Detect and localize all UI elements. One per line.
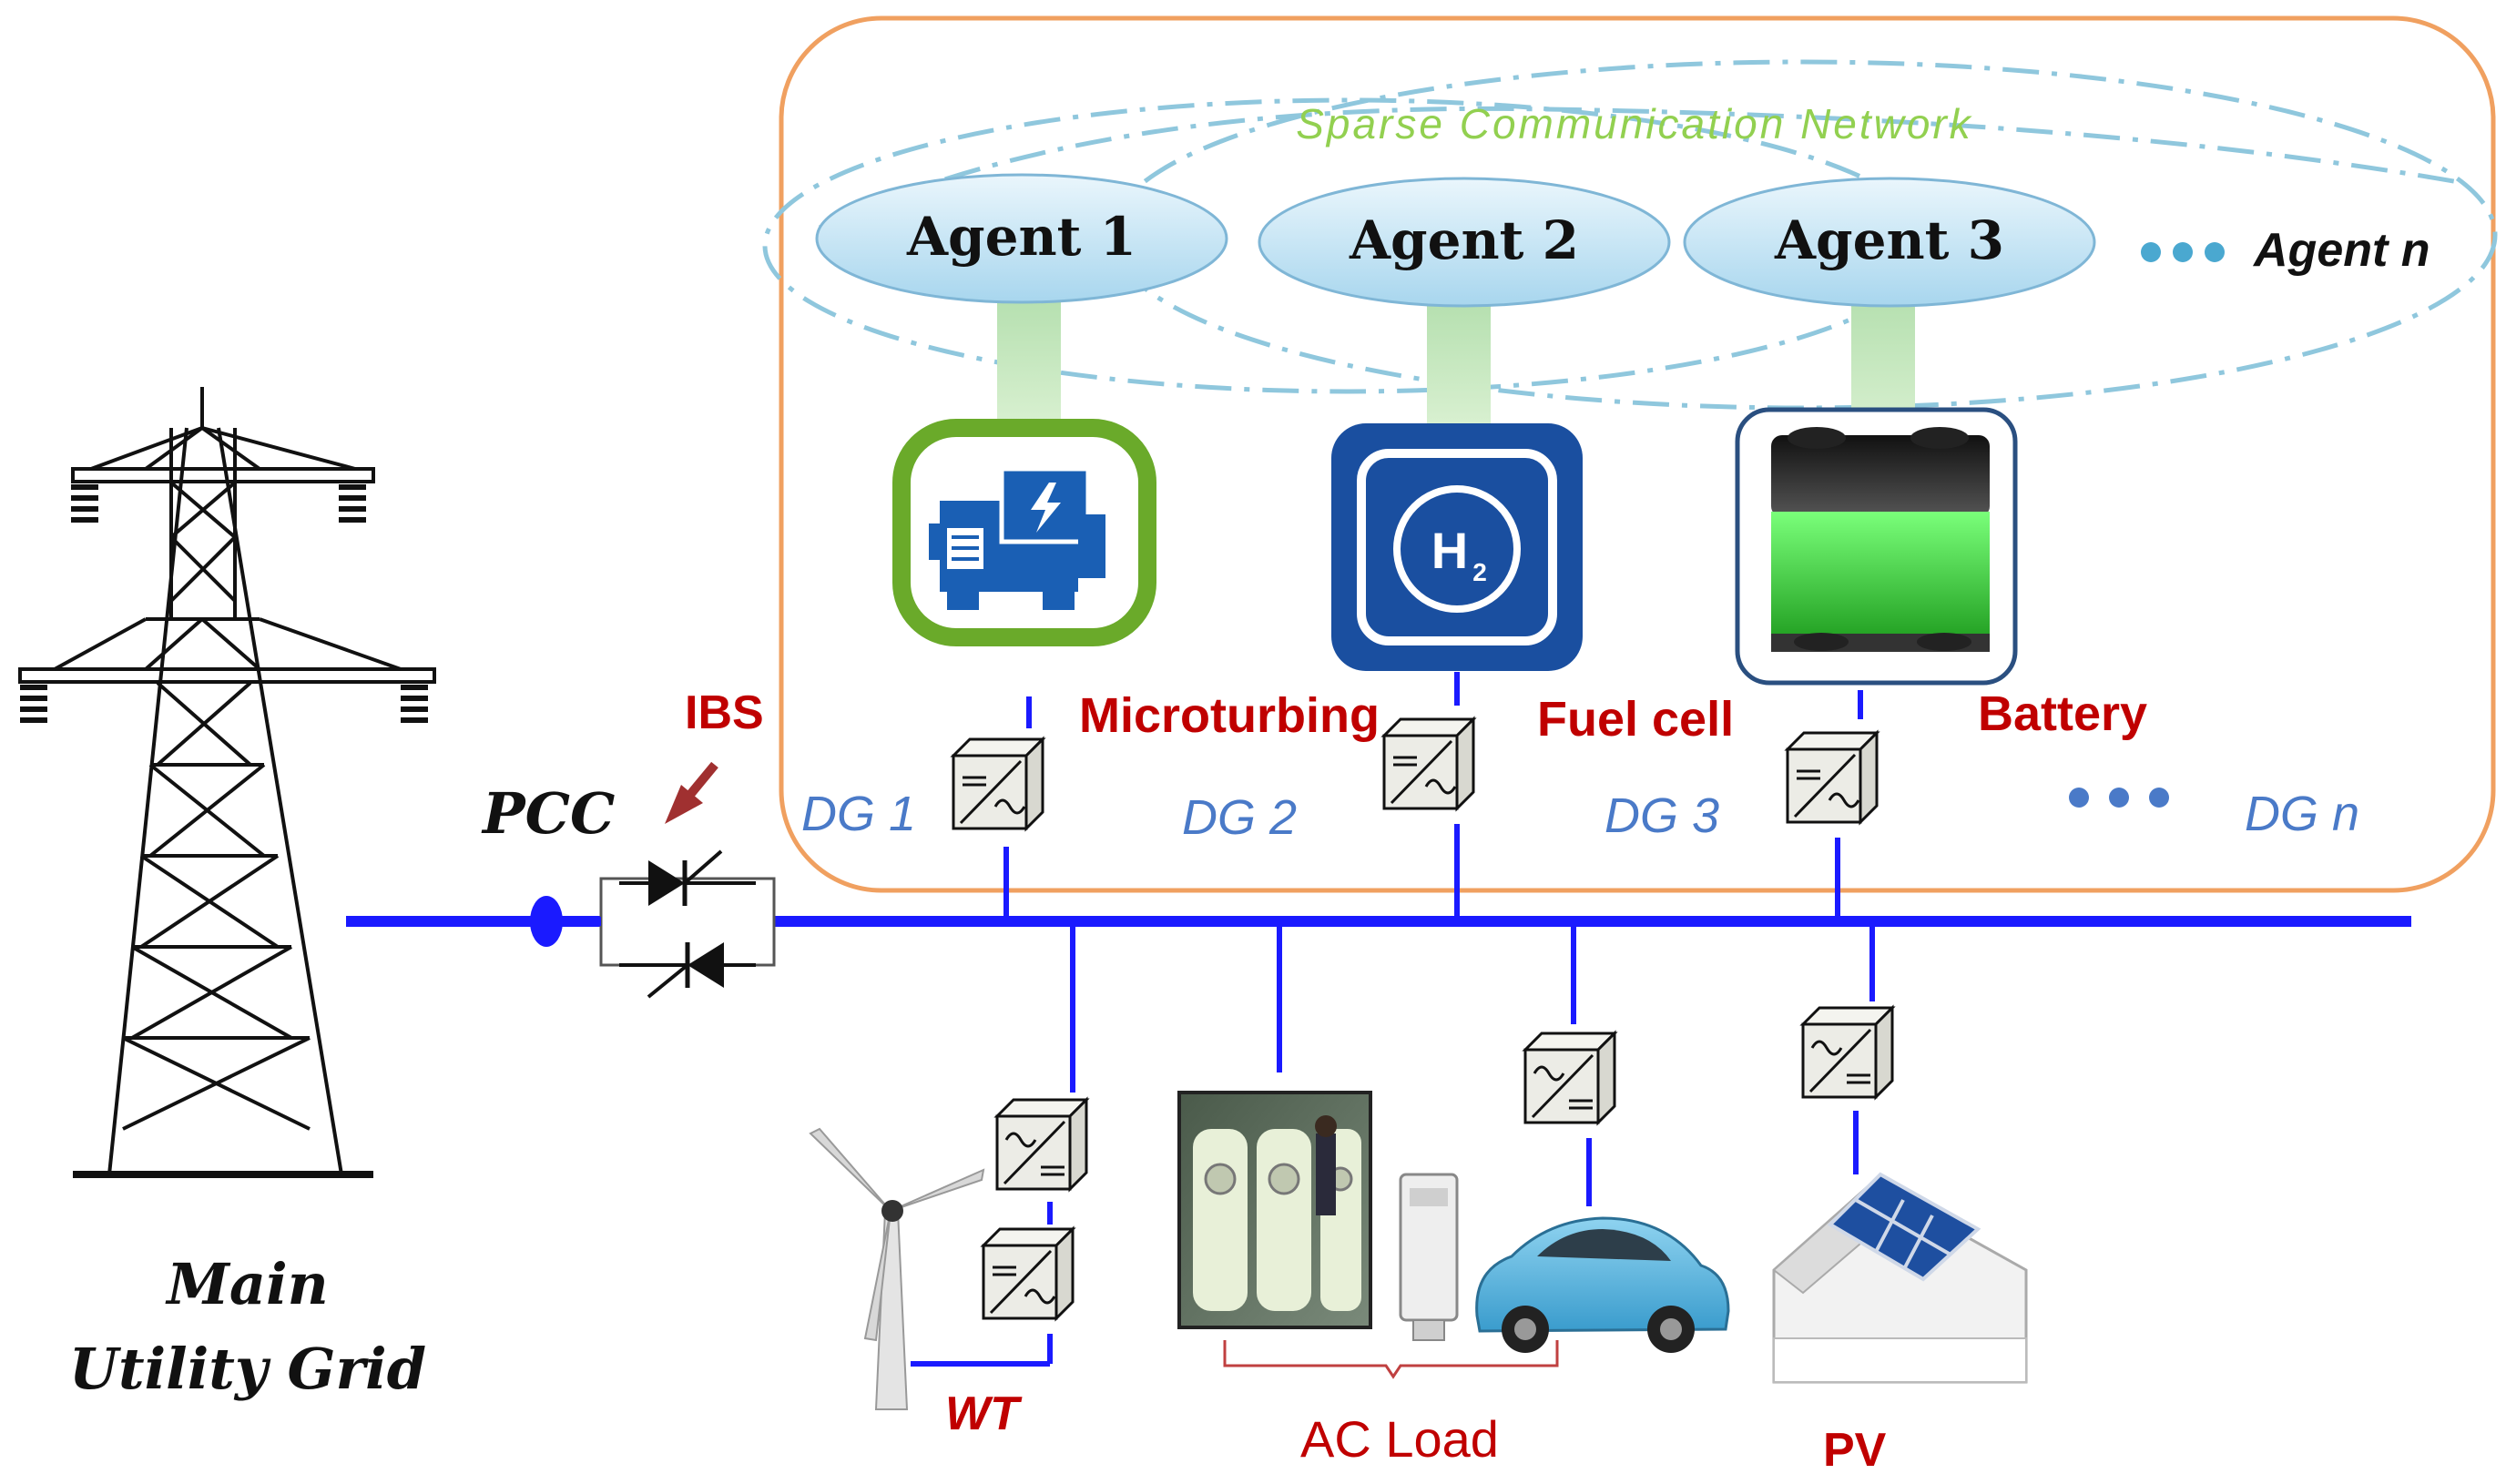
agent-n-label: Agent n	[2252, 224, 2430, 277]
agent-1: Agent 1	[815, 173, 1228, 304]
ibs-label: IBS	[685, 686, 764, 739]
ac-load-label: AC Load	[1300, 1410, 1499, 1468]
electric-car-icon	[1475, 1216, 1730, 1353]
dg-1-label: DG 1	[801, 787, 916, 841]
dg-n-label: DG n	[2245, 787, 2359, 841]
agent-1-label: Agent 1	[906, 206, 1136, 268]
ibs-switch	[583, 849, 776, 999]
ibs-arrow	[665, 761, 718, 824]
ev-charger-icon	[1399, 1173, 1459, 1341]
pv-label: PV	[1823, 1424, 1887, 1477]
bus-connections	[911, 672, 1875, 1367]
agent-2: Agent 2	[1258, 177, 1671, 308]
transmission-tower-icon	[18, 387, 436, 1178]
grid-label-line1: Main	[165, 1251, 328, 1317]
pv-house-icon	[1772, 1172, 2028, 1384]
converter-dg1	[952, 737, 1044, 830]
converter-wt-dc	[982, 1227, 1075, 1320]
fuel-cell-label: Fuel cell	[1537, 692, 1734, 747]
ac-load-brace	[1223, 1340, 1559, 1379]
converter-pv	[1801, 1006, 1894, 1099]
dg-2-label: DG 2	[1182, 790, 1297, 845]
microturbine-label: Microturbing	[1079, 688, 1380, 743]
agent-3-label: Agent 3	[1774, 209, 2004, 271]
generator-icon	[892, 419, 1156, 646]
converter-dg2	[1382, 717, 1475, 810]
grid-label-line2: Utility Grid	[69, 1336, 426, 1402]
agent-2-label: Agent 2	[1349, 209, 1579, 271]
network-label: Sparse Communication Network	[1296, 100, 1973, 147]
wt-label: WT	[945, 1387, 1023, 1440]
svg-text:2: 2	[1472, 558, 1487, 586]
microgrid-boundary	[779, 15, 2496, 893]
converter-dg3	[1786, 731, 1879, 824]
dg-n-dots	[2069, 788, 2169, 808]
battery-label: Battery	[1978, 686, 2147, 741]
dg-3-label: DG 3	[1604, 788, 1719, 843]
converter-wt-ac	[995, 1098, 1088, 1191]
agent-n-dots	[2141, 242, 2225, 262]
pcc-node	[530, 896, 563, 947]
battery-icon	[1735, 407, 2018, 686]
wind-turbine-icon	[809, 1127, 985, 1410]
hydrogen-fuel-cell-icon: H 2	[1331, 423, 1583, 671]
agent-3: Agent 3	[1683, 177, 2096, 308]
svg-text:H: H	[1431, 522, 1468, 579]
tower-insulators	[20, 484, 428, 723]
converter-ev	[1523, 1032, 1616, 1124]
pcc-label: PCC	[481, 780, 615, 847]
charging-station-photo	[1177, 1091, 1372, 1329]
